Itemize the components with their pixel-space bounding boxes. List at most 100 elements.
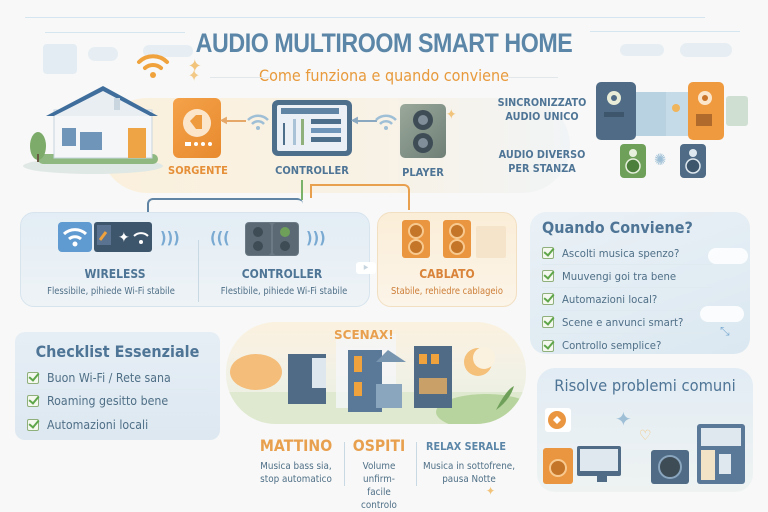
checkbox-icon bbox=[542, 270, 554, 282]
checklist-title: Checklist Essenziale bbox=[35, 342, 200, 361]
cloud-decor bbox=[88, 47, 118, 61]
wifi-icon bbox=[135, 50, 171, 84]
checklist-item: Roaming gesitto bene bbox=[27, 390, 207, 413]
checklist-list: Buon Wi-Fi / Rete sana Roaming gesitto b… bbox=[27, 367, 207, 436]
connection-desc-controller: Flestibile, pihiede Wi-Fi stabile bbox=[220, 286, 348, 297]
sparkle-icon: ✦ bbox=[188, 56, 202, 77]
mode-sync-line2: AUDIO UNICO bbox=[505, 110, 579, 123]
router-wifi-icon bbox=[58, 222, 92, 252]
scene-desc-line: pausa Notte bbox=[442, 474, 496, 485]
svg-text:♡: ♡ bbox=[639, 428, 652, 444]
wifi-signal-icon bbox=[374, 112, 398, 136]
connection-title-controller: CONTROLLER bbox=[241, 267, 323, 281]
sun-icon: ✺ bbox=[654, 150, 667, 169]
scene-desc-line: Musica in sottofrene, bbox=[422, 461, 516, 472]
connection-title-cablato: CABLATO bbox=[419, 267, 475, 281]
scene-desc-line: Volume unfirm- bbox=[362, 461, 396, 485]
when-item: Muuvengi goi tra bene bbox=[542, 265, 712, 288]
wired-speaker-icon bbox=[443, 220, 471, 258]
when-title: Quando Conviene? bbox=[542, 218, 693, 237]
page-title: AUDIO MULTIROOM SMART HOME bbox=[195, 28, 573, 58]
flow-label-player: PLAYER bbox=[402, 166, 444, 179]
speaker-blue-icon bbox=[680, 144, 706, 178]
tablet-controller-icon bbox=[272, 100, 352, 156]
mode-diff-label: AUDIO DIVERSO PER STANZA bbox=[494, 148, 589, 176]
checkbox-icon bbox=[27, 372, 39, 384]
svg-text:✦: ✦ bbox=[615, 407, 632, 431]
checkbox-icon bbox=[542, 339, 554, 352]
scenes-label: SCENAX! bbox=[334, 328, 394, 342]
scene-desc-line: stop automatico bbox=[260, 474, 332, 485]
connection-desc-cablato: Stabile, rehiedre cablageio bbox=[390, 286, 504, 297]
checkbox-icon bbox=[27, 395, 39, 407]
house-illustration bbox=[18, 58, 168, 198]
svg-text:✦: ✦ bbox=[118, 230, 130, 246]
cloud-decor bbox=[700, 306, 744, 322]
checkbox-icon bbox=[27, 418, 39, 431]
scene-title-mattino: MATTINO bbox=[259, 436, 333, 455]
when-item-text: Scene e anvunci smart? bbox=[562, 315, 684, 329]
sparkle-icon: ✦ bbox=[446, 107, 457, 123]
controller-hub-icon bbox=[245, 222, 299, 256]
speaker-player-icon bbox=[400, 104, 446, 158]
arrow-left-icon: ◀ bbox=[220, 115, 227, 126]
signal-waves-icon: ))) bbox=[160, 228, 180, 247]
checklist-item-text: Buon Wi-Fi / Rete sana bbox=[47, 371, 171, 385]
wifi-signal-icon bbox=[246, 112, 270, 136]
decor-line bbox=[508, 77, 558, 78]
checklist-panel: Checklist Essenziale Buon Wi-Fi / Rete s… bbox=[15, 332, 220, 440]
connector-stem bbox=[310, 184, 312, 198]
when-panel: Quando Conviene? Ascolti musica spenzo? … bbox=[530, 212, 750, 354]
scene-desc-ospiti: Volume unfirm- facile controlo bbox=[348, 460, 410, 512]
mode-diff-line2: PER STANZA bbox=[508, 162, 576, 175]
scene-title-ospiti: OSPITI bbox=[352, 436, 406, 455]
scene-desc-mattino: Musica bass sia, stop automatico bbox=[254, 460, 338, 486]
connection-desc-wireless: Flessibile, pihiede Wi-Fi stabile bbox=[47, 286, 175, 297]
checkbox-icon bbox=[542, 247, 554, 259]
checkbox-icon bbox=[542, 316, 554, 328]
wired-speaker-icon bbox=[402, 220, 430, 258]
connector-cablato bbox=[310, 184, 410, 210]
cloud-decor bbox=[620, 44, 664, 56]
scene-desc-line: facile controlo bbox=[361, 487, 397, 511]
cloud-decor bbox=[708, 248, 748, 264]
arrow-right-icon: ▸ bbox=[356, 262, 376, 274]
when-item: Ascolti musica spenzo? bbox=[542, 242, 712, 265]
when-item-text: Muuvengi goi tra bene bbox=[562, 269, 677, 283]
decor-line bbox=[590, 31, 740, 32]
flow-label-controller: CONTROLLER bbox=[275, 164, 349, 177]
house-mini-icon bbox=[726, 96, 748, 126]
problems-title: Risolve problemi comuni bbox=[554, 376, 736, 395]
checkbox-icon bbox=[542, 293, 554, 305]
decor-line bbox=[45, 32, 185, 33]
when-item-text: Ascolti musica spenzo? bbox=[562, 246, 680, 260]
building-decor bbox=[43, 44, 77, 74]
source-device-icon bbox=[173, 98, 221, 158]
when-item-text: Automazioni local? bbox=[562, 292, 658, 306]
arrow-from-player bbox=[353, 120, 377, 122]
double-arrow-icon: ⤡ bbox=[720, 324, 730, 338]
arrow-to-source bbox=[222, 120, 246, 122]
divider bbox=[416, 442, 417, 486]
cloud-decor bbox=[143, 45, 193, 57]
signal-waves-icon: ((( bbox=[210, 228, 230, 247]
connection-title-wireless: WIRELESS bbox=[84, 267, 146, 281]
when-list: Ascolti musica spenzo? Muuvengi goi tra … bbox=[542, 242, 712, 357]
speaker-green-icon bbox=[620, 144, 646, 178]
scenes-illustration: SCENAX! bbox=[226, 322, 526, 424]
when-item-text: Controllo semplice? bbox=[562, 339, 662, 352]
sparkle-icon: ✦ bbox=[188, 66, 201, 85]
checklist-item-text: Automazioni locali bbox=[47, 417, 149, 432]
decor-line bbox=[25, 17, 705, 18]
synced-speakers-illustration bbox=[596, 82, 726, 140]
problems-panel: Risolve problemi comuni ✦ ♡ bbox=[537, 368, 753, 492]
when-item: Controllo semplice? bbox=[542, 334, 712, 357]
sparkle-icon: ✦ bbox=[486, 484, 496, 498]
building-decor bbox=[476, 226, 506, 258]
checklist-item: Buon Wi-Fi / Rete sana bbox=[27, 367, 207, 390]
flow-label-sorgente: SORGENTE bbox=[168, 164, 228, 177]
scene-title-relax: RELAX SERALE bbox=[426, 440, 506, 453]
page-subtitle: Come funziona e quando conviene bbox=[259, 66, 509, 85]
scene-desc-relax: Musica in sottofrene, pausa Notte bbox=[421, 460, 518, 486]
connector-stem bbox=[301, 180, 303, 200]
